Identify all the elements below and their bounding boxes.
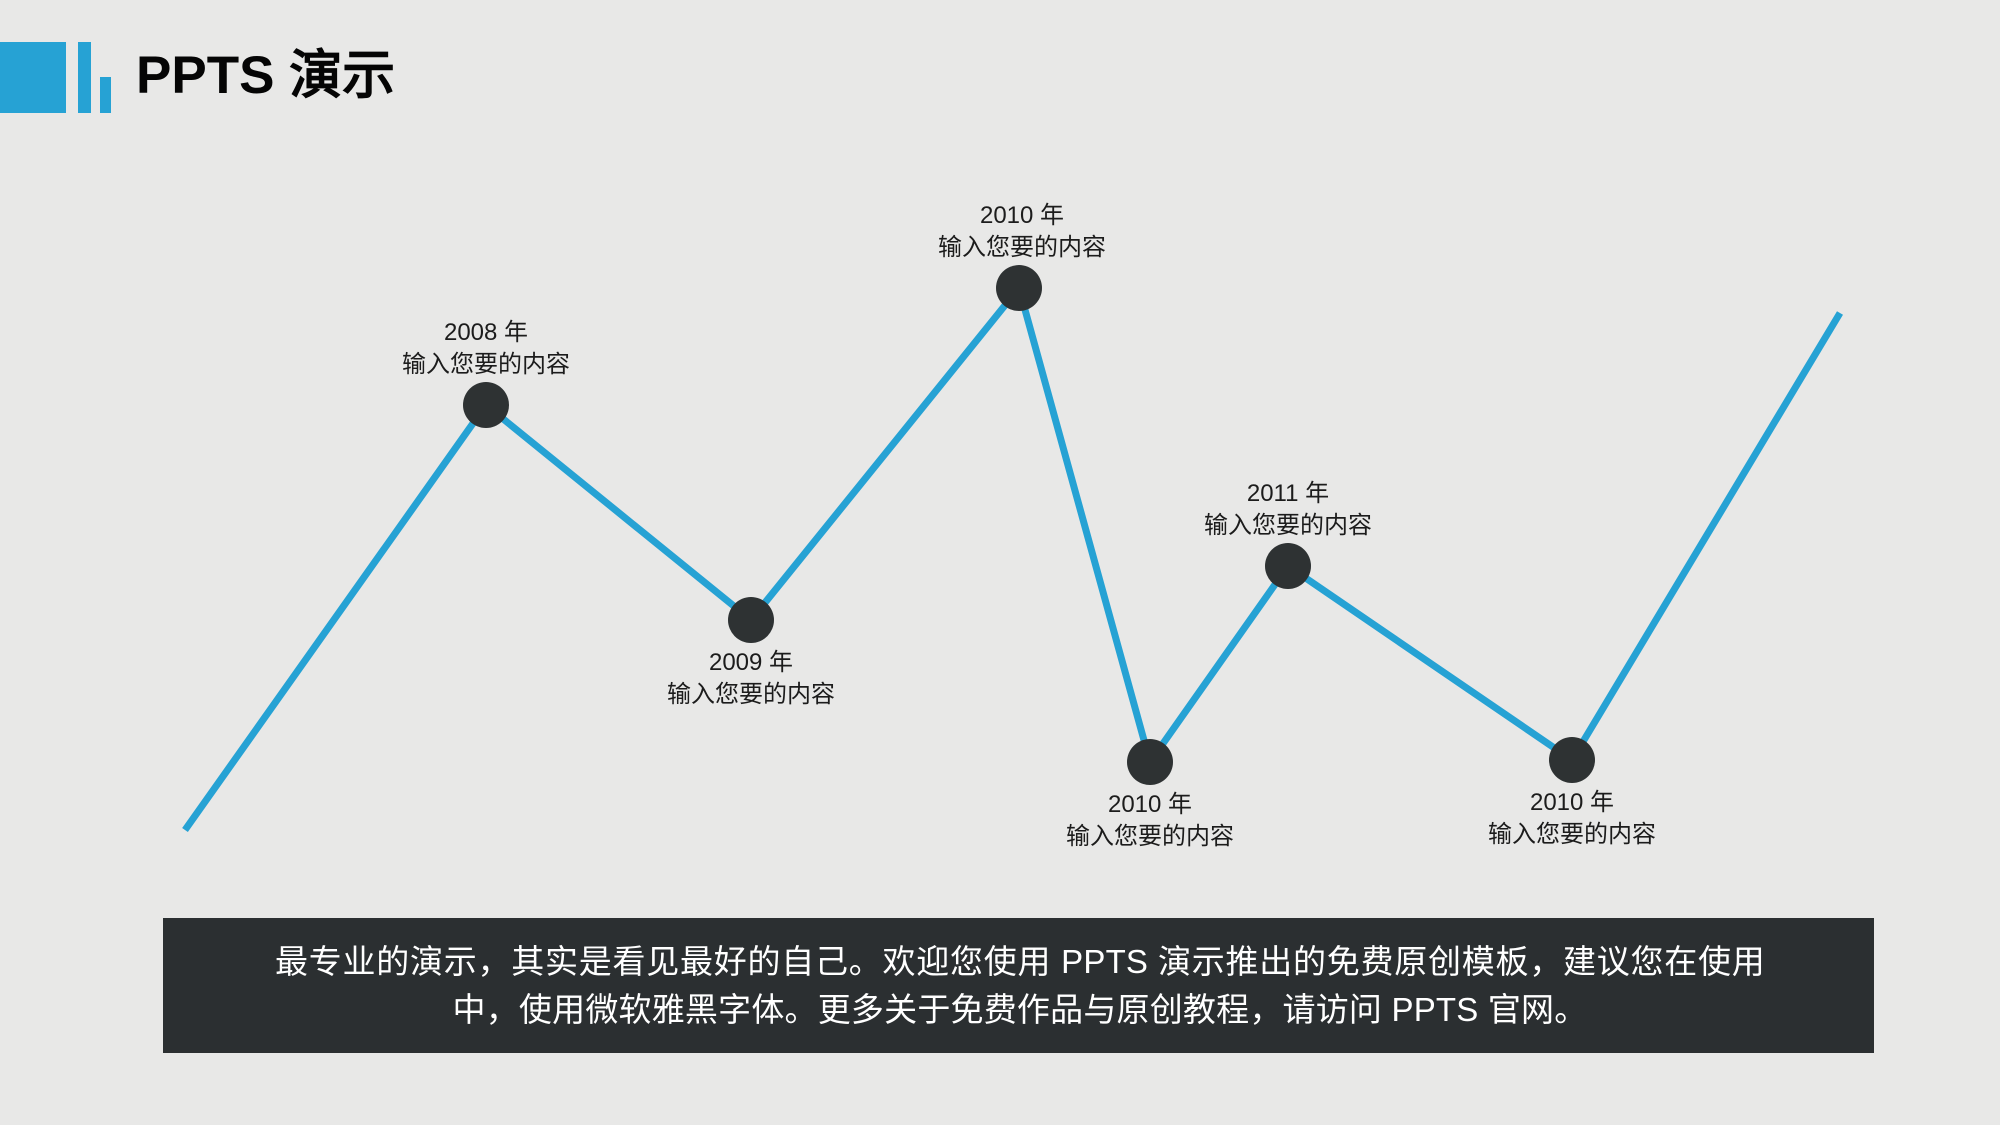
page-title: PPTS 演示 <box>136 46 396 105</box>
timeline-point-label: 2010 年输入您要的内容 <box>938 200 1106 264</box>
timeline-marker[interactable] <box>463 382 509 428</box>
logo-bar-small <box>100 77 111 113</box>
timeline-point-description: 输入您要的内容 <box>667 681 835 708</box>
timeline-point-description: 输入您要的内容 <box>938 234 1106 261</box>
timeline-marker[interactable] <box>1549 737 1595 783</box>
timeline-point-year: 2008 年 <box>443 319 529 346</box>
timeline-point-year: 2009 年 <box>708 649 794 676</box>
timeline-point-label: 2010 年输入您要的内容 <box>1066 789 1234 853</box>
timeline-point-label: 2011 年输入您要的内容 <box>1204 478 1372 542</box>
timeline-point-label: 2008 年输入您要的内容 <box>402 317 570 381</box>
timeline-point-label: 2009 年输入您要的内容 <box>667 647 835 711</box>
timeline-point-year: 2010 年 <box>979 202 1065 229</box>
timeline-point-description: 输入您要的内容 <box>1066 823 1234 850</box>
timeline-polyline <box>182 280 1844 833</box>
timeline-point-year: 2010 年 <box>1529 789 1615 816</box>
logo-bar-medium <box>78 42 91 113</box>
timeline-point-label: 2010 年输入您要的内容 <box>1488 787 1656 851</box>
timeline-point-year: 2010 年 <box>1107 791 1193 818</box>
timeline-marker-group <box>463 265 1595 785</box>
logo-bar-large <box>0 42 66 113</box>
timeline-marker[interactable] <box>996 265 1042 311</box>
timeline-marker[interactable] <box>1127 739 1173 785</box>
timeline-point-description: 输入您要的内容 <box>402 351 570 378</box>
footer-banner: 最专业的演示，其实是看见最好的自己。欢迎您使用 PPTS 演示推出的免费原创模板… <box>163 918 1874 1053</box>
timeline-marker[interactable] <box>1265 543 1311 589</box>
timeline-marker[interactable] <box>728 597 774 643</box>
timeline-point-year: 2011 年 <box>1246 480 1330 507</box>
footer-text: 最专业的演示，其实是看见最好的自己。欢迎您使用 PPTS 演示推出的免费原创模板… <box>275 943 1765 1028</box>
timeline-point-description: 输入您要的内容 <box>1488 821 1656 848</box>
timeline-point-description: 输入您要的内容 <box>1204 512 1372 539</box>
ppts-logo <box>0 42 112 113</box>
